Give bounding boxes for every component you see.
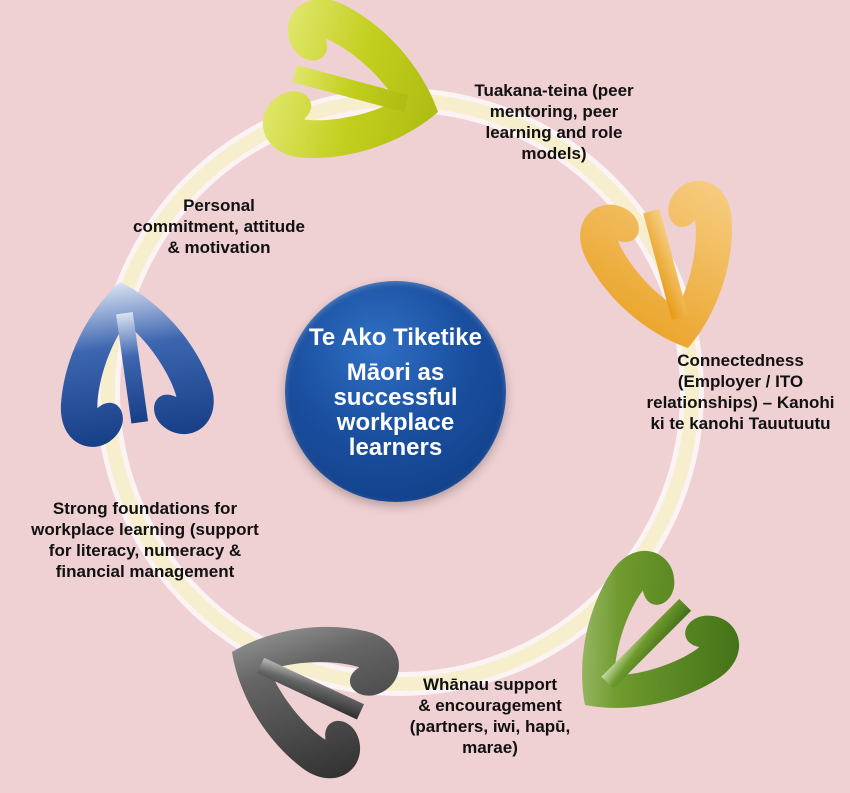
koru-arm-personal [44,271,219,451]
koru-arm-tuakana [255,0,459,190]
center-circle: Te Ako Tiketike Māori as successful work… [285,281,506,502]
label-foundations: Strong foundations for workplace learnin… [31,499,259,581]
label-personal: Personal commitment, attitude & motivati… [133,196,305,257]
label-whanau: Whānau support & encouragement (partners… [409,675,571,757]
koru-arm-foundations [199,582,410,790]
koru-arm-connectedness [572,173,763,368]
label-tuakana: Tuakana-teina (peer mentoring, peer lear… [474,81,634,163]
center-title: Te Ako Tiketike [309,323,482,351]
center-subtitle: Māori as successful workplace learners [333,358,458,461]
label-connectedness: Connectedness (Employer / ITO relationsh… [646,351,835,433]
